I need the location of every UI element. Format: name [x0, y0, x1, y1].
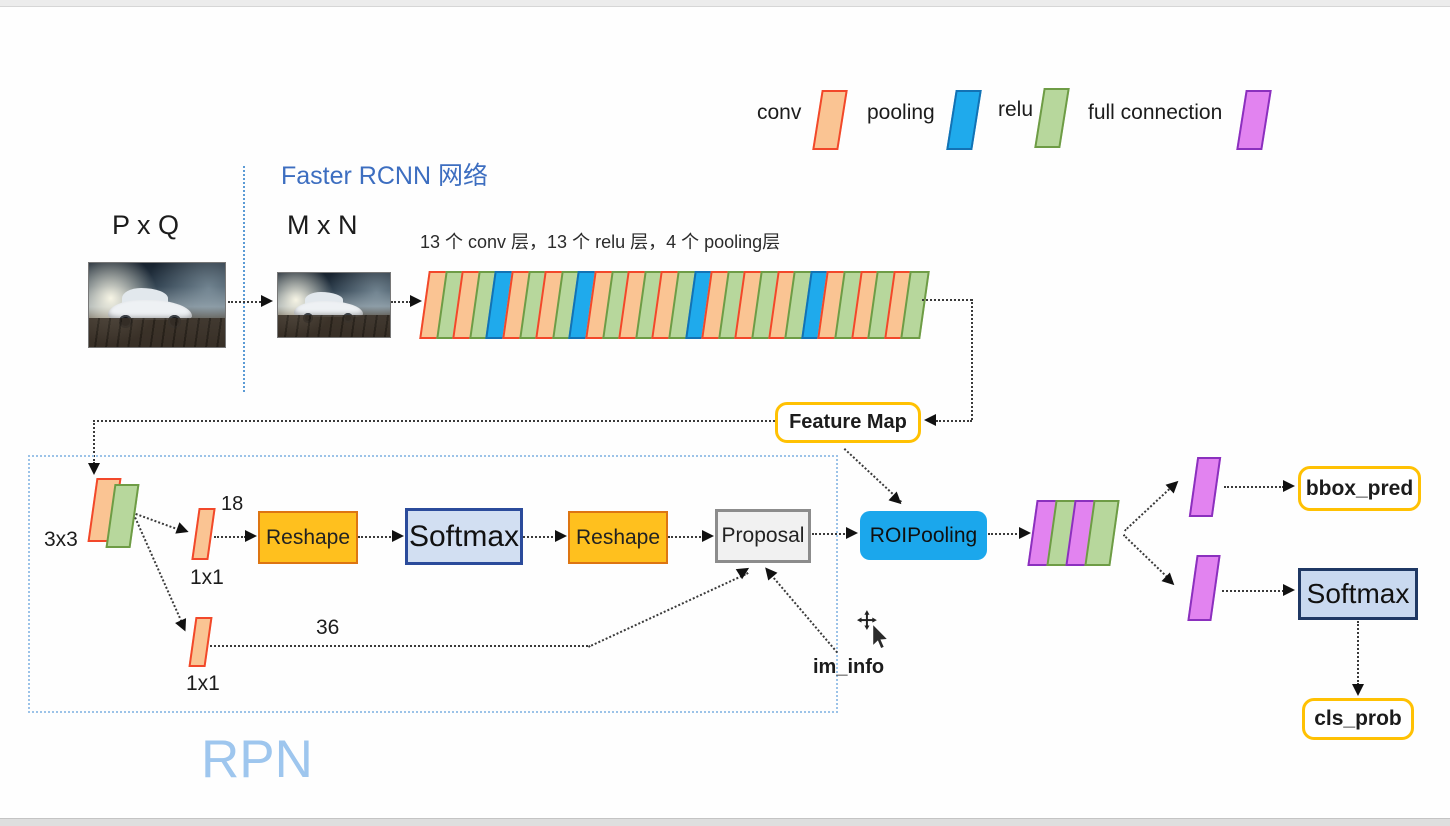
connector-reshape1-softmax [358, 536, 394, 538]
connector-backbone-featuremap [922, 299, 972, 301]
rpn-channels-36-label: 36 [316, 616, 340, 639]
arrowhead [261, 295, 273, 307]
rpn-kernel-1x1-bottom-label: 1x1 [186, 672, 220, 695]
input-image-large [88, 262, 226, 348]
arrow-mxn-to-backbone [391, 301, 411, 303]
arrowhead [1019, 527, 1031, 539]
proposal-label: Proposal [721, 524, 805, 547]
cls-prob-label: cls_prob [1314, 707, 1402, 730]
legend-swatch-full-connection [1236, 90, 1272, 150]
arrowhead [1283, 584, 1295, 596]
backbone-stack [419, 271, 934, 341]
arrowhead [1352, 684, 1364, 696]
rpn-region-label: RPN [201, 730, 313, 789]
legend-swatch-pooling [946, 90, 982, 150]
car-body [108, 299, 193, 321]
feature-map-node: Feature Map [775, 402, 921, 443]
fc-bbox-layer [1188, 457, 1222, 517]
car-roof [121, 288, 168, 304]
rpn-kernel-3x3-label: 3x3 [44, 528, 78, 551]
proposal-node: Proposal [715, 509, 811, 563]
arrowhead [555, 530, 567, 542]
legend-swatch-relu [1034, 88, 1070, 148]
plank-floor [278, 315, 390, 337]
arrowhead [88, 463, 100, 475]
bbox-pred-node: bbox_pred [1298, 466, 1421, 511]
car-roof [304, 292, 343, 304]
im-info-label: im_info [813, 656, 885, 678]
legend-swatch-conv [812, 90, 848, 150]
connector-reshape2-proposal [668, 536, 704, 538]
input-image-resized [277, 272, 391, 338]
rpn-channels-18-label: 18 [221, 493, 244, 515]
rpn-softmax-node: Softmax [405, 508, 523, 565]
reshape2-node: Reshape [568, 511, 668, 564]
arrowhead [410, 295, 422, 307]
head-softmax-node: Softmax [1298, 568, 1418, 620]
connector-backbone-featuremap [936, 420, 972, 422]
connector-softmax-reshape2 [523, 536, 557, 538]
arrowhead [924, 414, 936, 426]
diagram-title: Faster RCNN 网络 [281, 162, 488, 190]
window-top-edge [0, 0, 1450, 7]
fc-cls-layer [1187, 555, 1221, 621]
connector-fc-bboxpred [1224, 486, 1284, 488]
rpn-softmax-label: Softmax [408, 519, 520, 553]
arrow-pxq-to-mxn [228, 301, 261, 303]
head-stack [1027, 500, 1152, 570]
legend-label-conv: conv [757, 101, 802, 124]
reshape1-node: Reshape [258, 511, 358, 564]
connector-36-path [210, 645, 588, 647]
input-size-pxq: P x Q [112, 210, 180, 240]
legend-label-relu: relu [998, 98, 1034, 121]
connector-roipooling-fcstack [988, 533, 1021, 535]
cls-prob-node: cls_prob [1302, 698, 1414, 740]
plank-floor [89, 318, 225, 347]
roipooling-node: ROIPooling [860, 511, 987, 560]
connector-proposal-roipooling [812, 533, 848, 535]
rpn-region-frame [28, 455, 838, 713]
reshape1-label: Reshape [265, 525, 351, 549]
connector-1x1-reshape1 [214, 536, 246, 538]
roipooling-label: ROIPooling [869, 523, 978, 547]
bbox-pred-label: bbox_pred [1305, 476, 1414, 500]
head-softmax-label: Softmax [1306, 578, 1410, 609]
arrowhead [846, 527, 858, 539]
move-cursor-icon [857, 610, 890, 650]
connector-featuremap-rpn [93, 420, 95, 464]
arrowhead [1283, 480, 1295, 492]
arrowhead [392, 530, 404, 542]
input-separator-line [243, 166, 245, 392]
connector-backbone-featuremap [971, 299, 973, 420]
rpn-kernel-1x1-top-label: 1x1 [190, 566, 224, 589]
legend-label-pooling: pooling [867, 101, 935, 124]
connector-softmax2-clsprob [1357, 621, 1359, 685]
connector-featuremap-rpn [93, 420, 775, 422]
input-size-mxn: M x N [287, 210, 358, 240]
arrowhead [245, 530, 257, 542]
legend-label-full-connection: full connection [1088, 101, 1223, 124]
window-bottom-edge [0, 818, 1450, 826]
feature-map-label: Feature Map [789, 411, 907, 433]
reshape2-label: Reshape [575, 525, 661, 549]
arrowhead [702, 530, 714, 542]
connector-fc-softmax2 [1222, 590, 1284, 592]
backbone-caption: 13 个 conv 层，13 个 relu 层，4 个 pooling层 [420, 232, 781, 252]
